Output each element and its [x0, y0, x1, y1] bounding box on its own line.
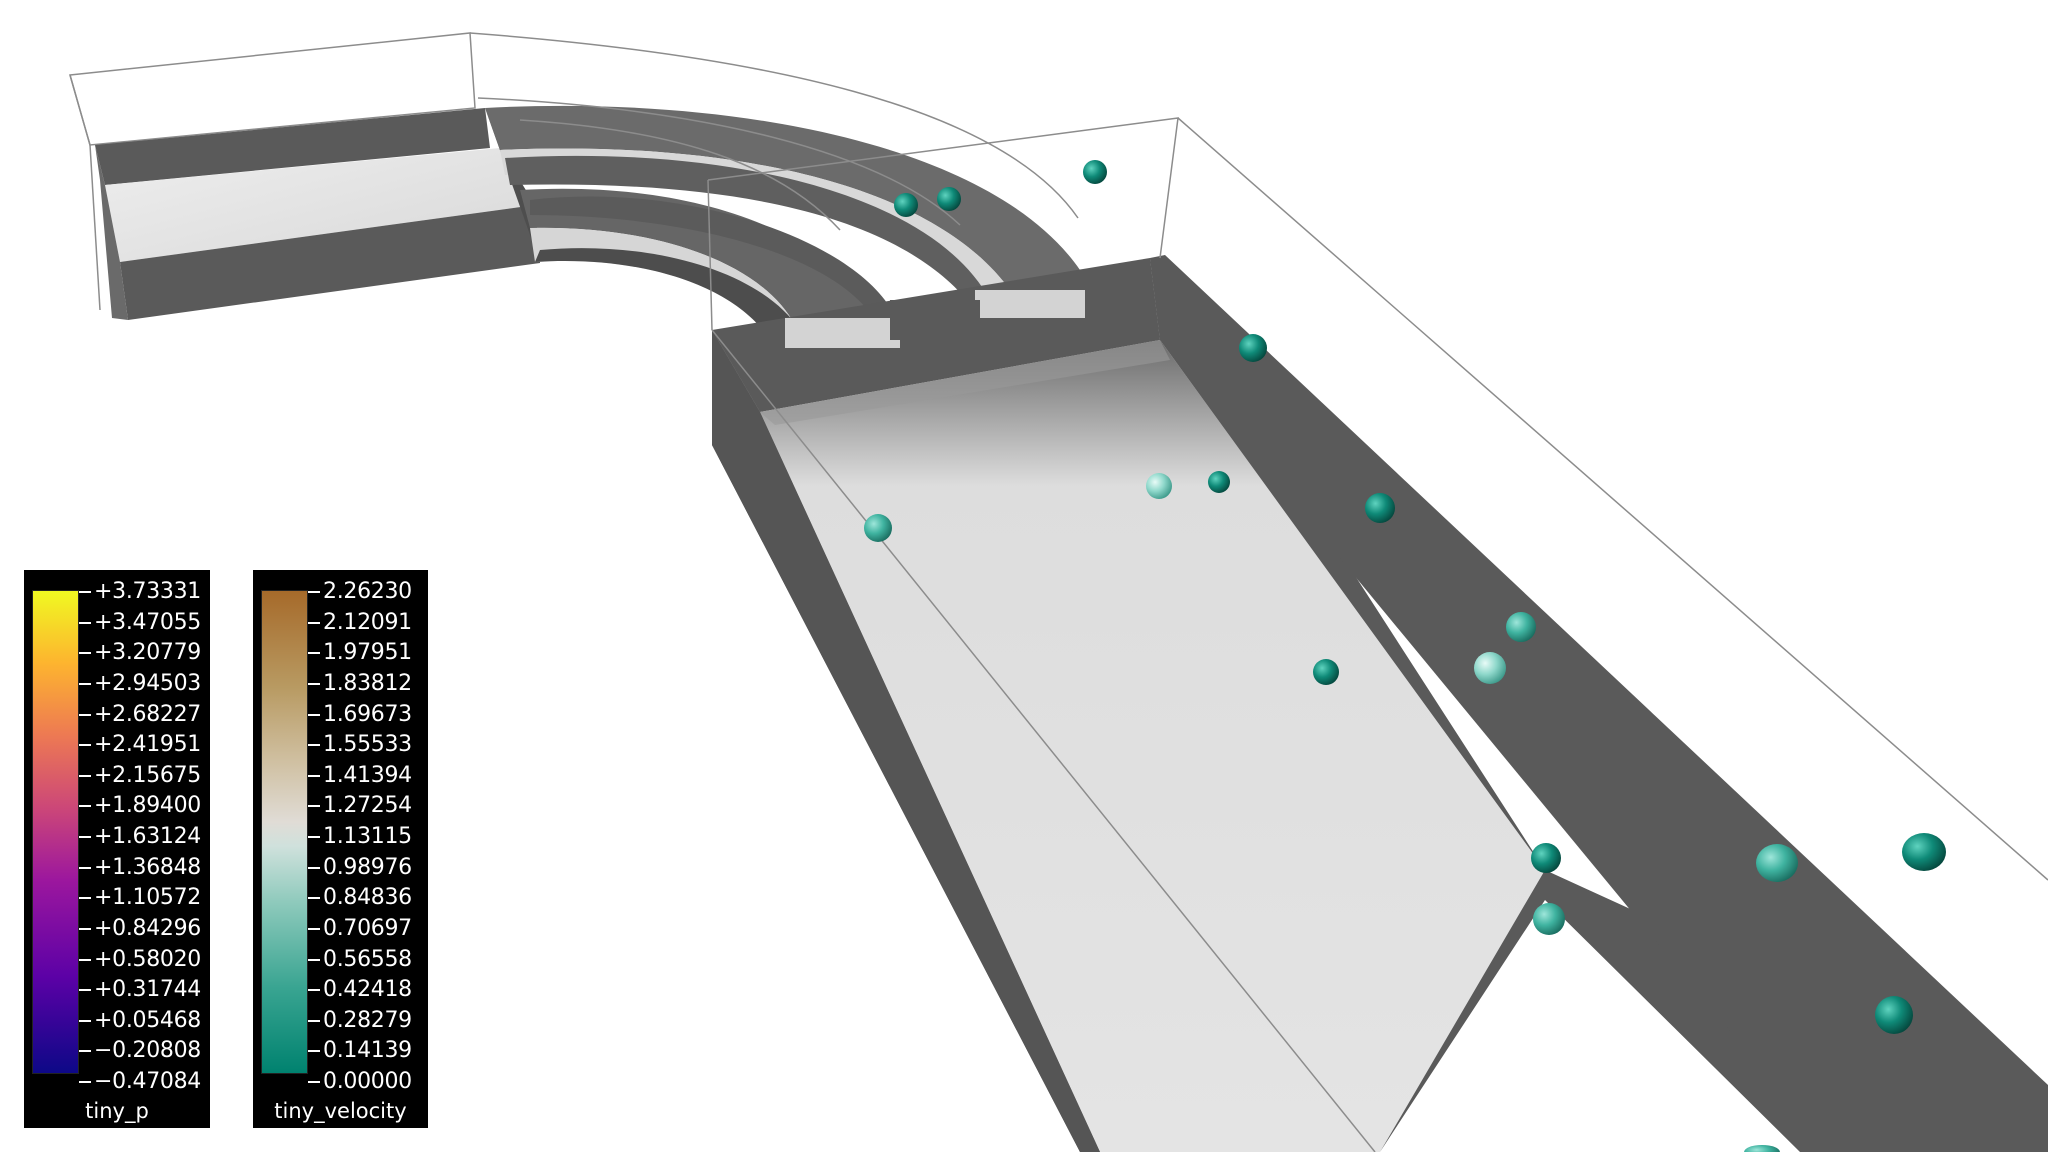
- colorbar-tick-label: +2.41951: [94, 732, 202, 758]
- colorbar-tick-mark: [79, 927, 91, 930]
- colorbar-tick-mark: [308, 774, 320, 777]
- colorbar-tick-label: +1.36848: [94, 854, 202, 880]
- colorbar-tick-mark: [308, 744, 320, 747]
- colorbar-tick-label: 1.55533: [323, 732, 412, 758]
- colorbar-tick-mark: [308, 836, 320, 838]
- colorbar-tick-label: 0.70697: [323, 915, 412, 941]
- colorbar-tick-label: +3.47055: [94, 609, 202, 635]
- colorbar-tick-mark: [308, 621, 320, 624]
- colorbar-tick-mark: [79, 1050, 91, 1053]
- colorbar-tick-label: 1.27254: [323, 793, 412, 819]
- colorbar-tick-mark: [308, 1019, 320, 1022]
- colorbar-tick-label: 0.84836: [323, 885, 412, 911]
- colorbar-tick-mark: [79, 591, 91, 593]
- colorbar-tick-label: +2.68227: [94, 701, 202, 727]
- colorbar-tick-mark: [308, 682, 320, 685]
- colorbar-tick-label: +0.05468: [94, 1007, 202, 1033]
- domain-bounding-box: [469, 32, 2048, 1152]
- colorbar-tick-label: −0.20808: [94, 1038, 202, 1064]
- lane-outlets: [785, 290, 1085, 348]
- velocity-colorbar-gradient: [261, 590, 308, 1074]
- main-channel[interactable]: [712, 255, 2048, 1152]
- colorbar-tick-label: 0.00000: [323, 1069, 412, 1094]
- colorbar-tick-mark: [79, 621, 91, 624]
- colorbar-tick-mark: [79, 744, 91, 747]
- pressure-colorbar-title: tiny_p: [85, 1099, 149, 1123]
- pressure-colorbar: +3.73331 +3.47055 +3.20779 +2.94503 +2.68227…: [24, 570, 210, 1128]
- colorbar-tick-label: 0.56558: [323, 946, 412, 972]
- velocity-colorbar-ticks: 2.26230 2.12091 1.97951 1.83812 1.69673 1.555…: [253, 570, 428, 1128]
- colorbar-tick-label: 1.97951: [323, 640, 412, 666]
- colorbar-tick-mark: [79, 774, 91, 777]
- colorbar-tick-label: 1.41394: [323, 762, 412, 788]
- colorbar-tick-mark: [308, 927, 320, 930]
- colorbar-tick-label: 1.69673: [323, 701, 412, 727]
- colorbar-tick-label: 0.42418: [323, 977, 412, 1003]
- colorbar-tick-label: +0.31744: [94, 977, 202, 1003]
- colorbar-tick-mark: [308, 591, 320, 593]
- colorbar-tick-label: 1.83812: [323, 670, 412, 696]
- inlet-bounding-box: [69, 32, 476, 311]
- colorbar-tick-mark: [79, 1019, 91, 1022]
- colorbar-tick-mark: [79, 682, 91, 685]
- colorbar-tick-label: 0.28279: [323, 1007, 412, 1033]
- colorbar-tick-label: +2.94503: [94, 670, 202, 696]
- curved-pipes[interactable]: [485, 105, 1080, 340]
- colorbar-tick-mark: [308, 1081, 320, 1083]
- colorbar-tick-label: −0.47084: [94, 1069, 202, 1094]
- colorbar-tick-mark: [308, 805, 320, 808]
- pressure-colorbar-gradient: [32, 590, 79, 1074]
- inlet-chamber[interactable]: [95, 108, 540, 320]
- colorbar-tick-mark: [308, 958, 320, 961]
- colorbar-tick-mark: [79, 958, 91, 961]
- colorbar-tick-label: 2.26230: [323, 579, 412, 604]
- colorbar-tick-label: +1.63124: [94, 824, 202, 849]
- colorbar-tick-mark: [308, 713, 320, 716]
- colorbar-tick-label: 1.13115: [323, 824, 412, 849]
- colorbar-tick-mark: [308, 866, 320, 869]
- colorbar-tick-mark: [79, 897, 91, 900]
- colorbar-tick-label: +2.15675: [94, 762, 202, 788]
- pressure-colorbar-ticks: +3.73331 +3.47055 +3.20779 +2.94503 +2.68227…: [24, 570, 210, 1128]
- colorbar-tick-mark: [308, 897, 320, 900]
- colorbar-tick-mark: [308, 1050, 320, 1053]
- colorbar-tick-label: +0.84296: [94, 915, 202, 941]
- colorbar-tick-label: 0.98976: [323, 854, 412, 880]
- colorbar-tick-mark: [79, 989, 91, 992]
- colorbar-tick-label: +3.73331: [94, 579, 202, 604]
- colorbar-tick-mark: [79, 713, 91, 716]
- colorbar-tick-label: 2.12091: [323, 609, 412, 635]
- colorbar-tick-label: +1.10572: [94, 885, 202, 911]
- colorbar-tick-mark: [308, 989, 320, 992]
- colorbar-tick-mark: [79, 1081, 91, 1083]
- colorbar-tick-mark: [79, 866, 91, 869]
- colorbar-tick-label: +1.89400: [94, 793, 202, 819]
- colorbar-tick-mark: [79, 836, 91, 838]
- colorbar-tick-mark: [79, 805, 91, 808]
- velocity-colorbar: 2.26230 2.12091 1.97951 1.83812 1.69673 1.555…: [253, 570, 428, 1128]
- velocity-colorbar-title: tiny_velocity: [274, 1099, 407, 1123]
- colorbar-tick-mark: [79, 652, 91, 655]
- colorbar-tick-label: 0.14139: [323, 1038, 412, 1064]
- colorbar-tick-label: +0.58020: [94, 946, 202, 972]
- colorbar-tick-label: +3.20779: [94, 640, 202, 666]
- colorbar-tick-mark: [308, 652, 320, 655]
- particles: [864, 160, 1946, 1152]
